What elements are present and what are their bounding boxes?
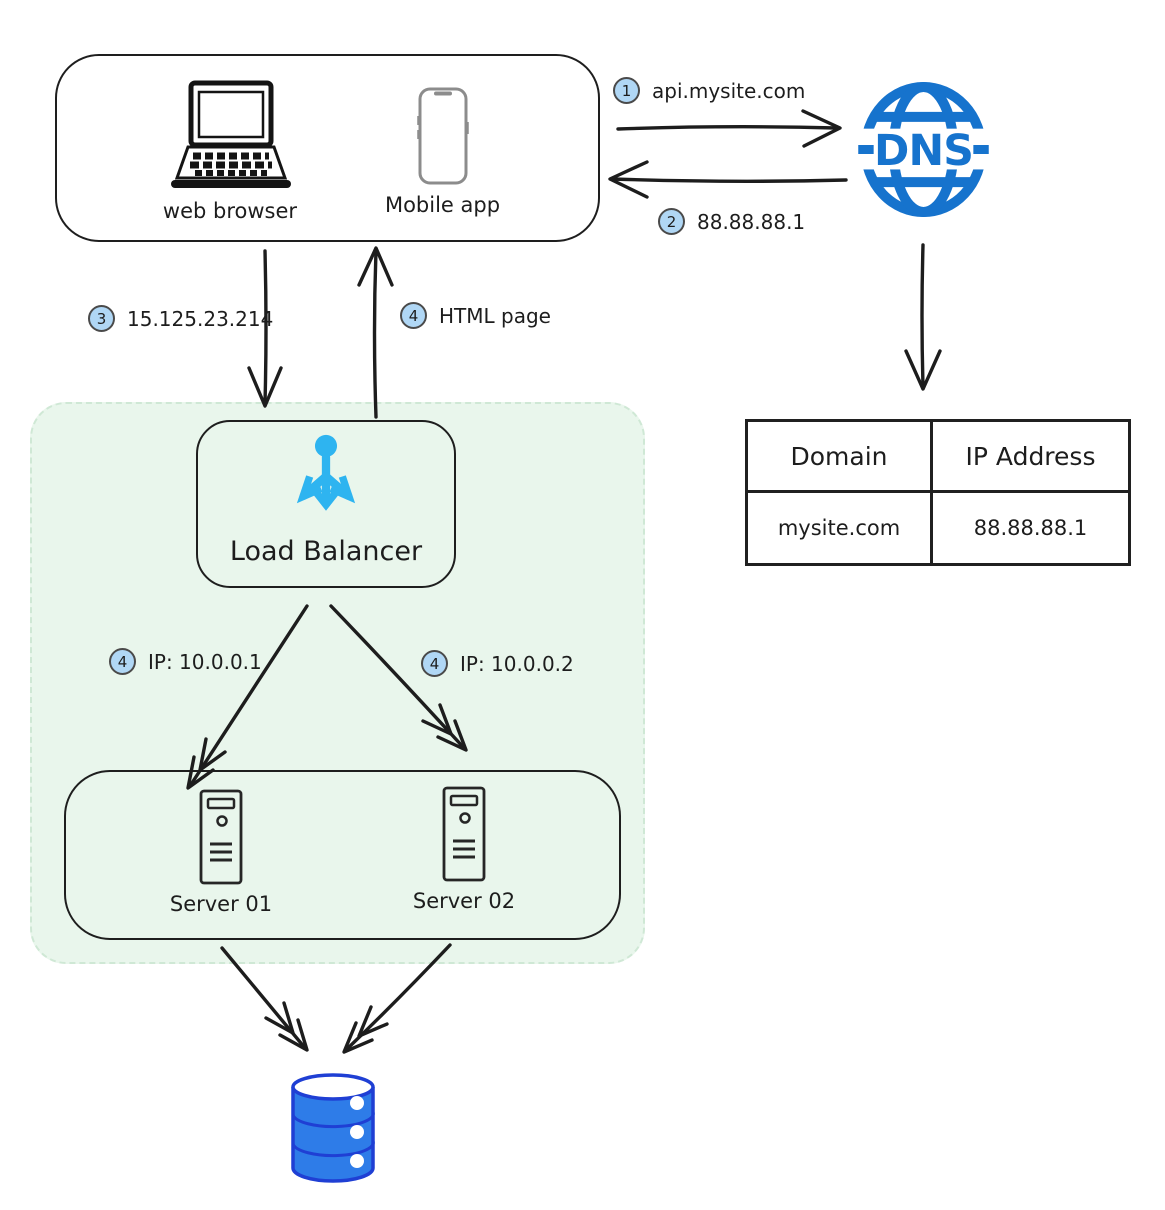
- flow-step-4-ip1: 4 IP: 10.0.0.1: [109, 648, 262, 675]
- dns-icon-text: DNS: [874, 126, 973, 176]
- step-1-badge: 1: [613, 77, 640, 104]
- arrow-dns-to-table: [904, 243, 942, 391]
- database-icon: [291, 1073, 375, 1183]
- arrow-step1-request: [616, 109, 842, 148]
- server-01-figure: Server 01: [156, 788, 286, 916]
- arrow-lb-to-client: [357, 246, 394, 419]
- mobile-app-figure: Mobile app: [385, 86, 500, 217]
- servers-box: Server 01 Server 02: [64, 770, 621, 940]
- step-3-label: 15.125.23.214: [127, 306, 274, 331]
- step-4-html-label: HTML page: [439, 303, 551, 328]
- flow-step-3: 3 15.125.23.214: [88, 305, 273, 332]
- step-2-label: 88.88.88.1: [697, 209, 806, 234]
- flow-step-4-html: 4 HTML page: [400, 302, 551, 329]
- arrow-step2-response: [608, 160, 848, 199]
- flow-step-4-ip2: 4 IP: 10.0.0.2: [421, 650, 574, 677]
- laptop-icon: [170, 80, 291, 188]
- web-browser-figure: web browser: [155, 80, 305, 223]
- server-02-figure: Server 02: [399, 785, 529, 913]
- server-02-label: Server 02: [412, 889, 516, 913]
- table-cell-ip: 88.88.88.1: [973, 516, 1088, 540]
- step-4-ip1-badge: 4: [109, 648, 136, 675]
- step-4-ip2-label: IP: 10.0.0.2: [460, 651, 574, 676]
- step-4-ip2-badge: 4: [421, 650, 448, 677]
- flow-step-2: 2 88.88.88.1: [658, 208, 805, 235]
- dns-globe-icon: DNS: [852, 81, 995, 218]
- mobile-app-label: Mobile app: [384, 192, 501, 217]
- client-devices-box: web browser Mobile app: [55, 54, 600, 242]
- table-header-domain: Domain: [748, 422, 933, 493]
- dns-records-table: Domain IP Address mysite.com 88.88.88.1: [745, 419, 1131, 566]
- load-balancer-label: Load Balancer: [229, 536, 423, 567]
- server-icon: [199, 789, 243, 885]
- step-4-html-badge: 4: [400, 302, 427, 329]
- step-2-badge: 2: [658, 208, 685, 235]
- server-icon: [442, 786, 486, 882]
- flow-step-1: 1 api.mysite.com: [613, 77, 805, 104]
- server-01-label: Server 01: [169, 892, 273, 916]
- web-browser-label: web browser: [162, 198, 298, 223]
- load-balancer-box: Load Balancer: [196, 420, 456, 588]
- step-3-badge: 3: [88, 305, 115, 332]
- table-header-ip: IP Address: [933, 422, 1128, 493]
- load-balancer-icon: [296, 434, 356, 511]
- mobile-phone-icon: [416, 87, 469, 184]
- step-1-label: api.mysite.com: [652, 78, 806, 103]
- table-cell-domain: mysite.com: [748, 493, 933, 563]
- step-4-ip1-label: IP: 10.0.0.1: [148, 649, 262, 674]
